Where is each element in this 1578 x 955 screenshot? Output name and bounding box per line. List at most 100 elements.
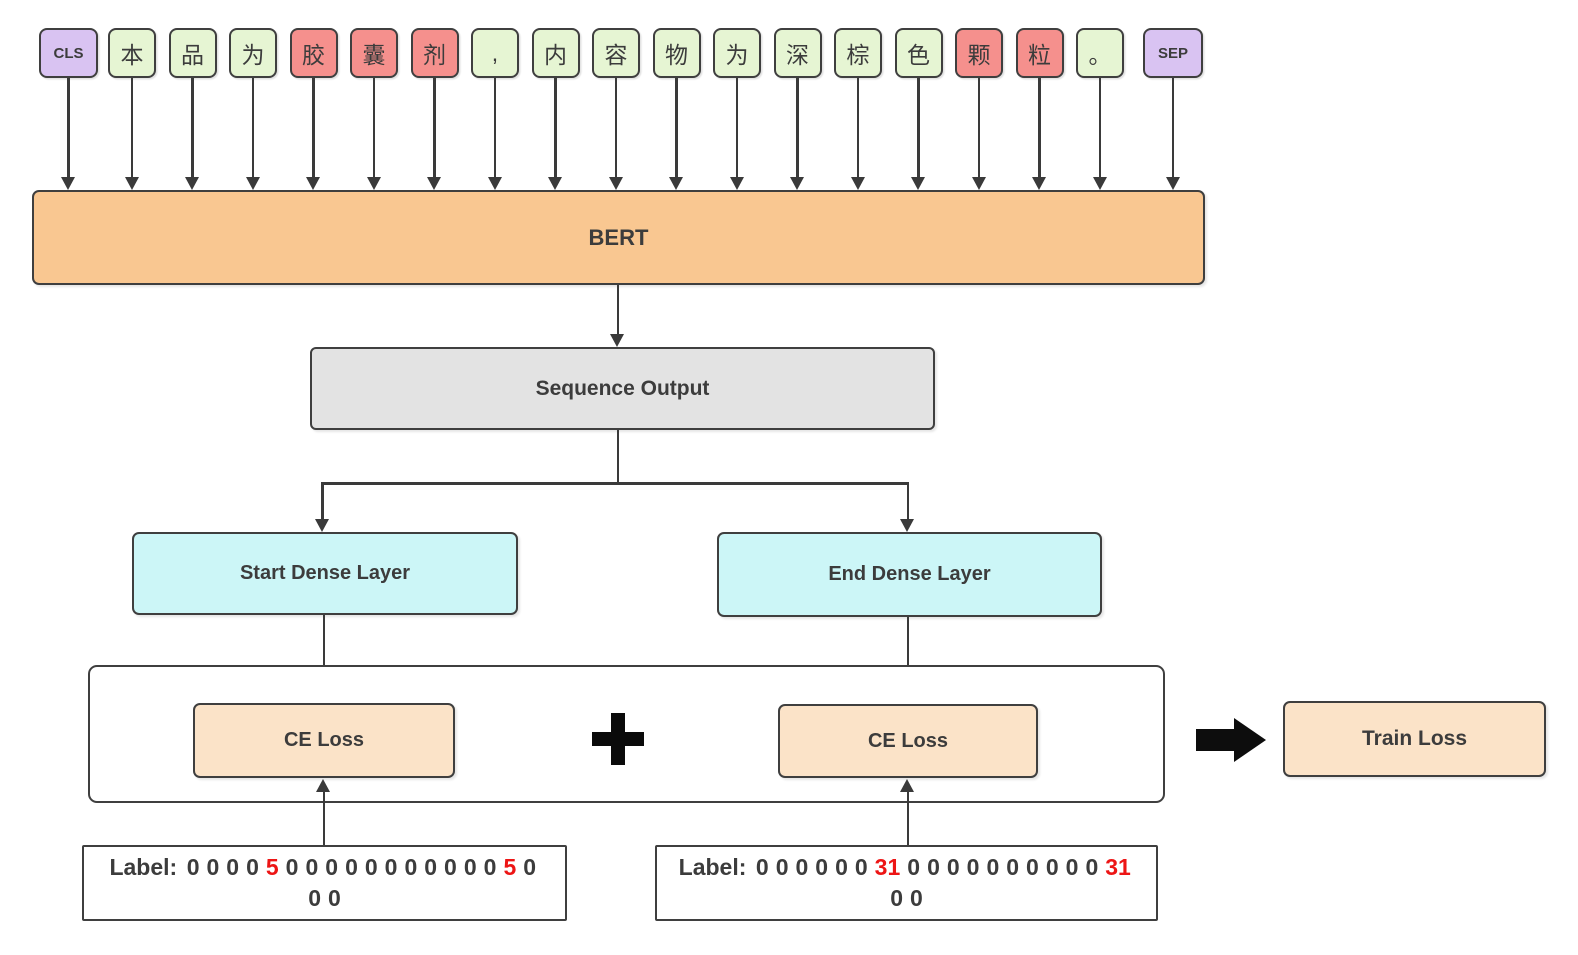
bert-box: BERT [32, 190, 1205, 285]
label-value: 0 [345, 854, 358, 880]
connector-line [322, 615, 325, 692]
label-value: 0 [424, 854, 438, 880]
block-arrow-shaft [1196, 729, 1234, 751]
label-value: 0 [364, 854, 378, 880]
arrowhead-down-icon [669, 177, 684, 190]
token-box: SEP [1143, 28, 1203, 78]
label-value: 0 [523, 854, 537, 880]
arrowhead-down-icon [548, 177, 563, 190]
token-box: 颗 [955, 28, 1003, 78]
label-value: 0 [404, 854, 418, 880]
connector-line [321, 482, 909, 485]
label-prefix: Label: [109, 854, 178, 880]
token-arrow-line [735, 78, 739, 178]
label-value: 31 [874, 854, 901, 880]
ce-loss-end-box: CE Loss [778, 704, 1038, 778]
arrowhead-down-icon [1165, 177, 1180, 190]
arrowhead-down-icon [850, 177, 865, 190]
token-arrow-line [675, 78, 678, 178]
arrowhead-down-icon [1032, 177, 1047, 190]
label-value: 31 [1105, 854, 1131, 880]
label-value: 0 [946, 854, 960, 880]
label-value: 0 [1045, 854, 1059, 880]
arrowhead-down-icon [185, 177, 200, 190]
label-value: 0 [1085, 854, 1099, 880]
token-box: 囊 [350, 28, 398, 78]
block-arrow-head [1234, 718, 1266, 762]
arrowhead-up-icon [316, 779, 330, 792]
plus-icon [592, 713, 644, 765]
token-box: 深 [773, 28, 822, 78]
token-arrow-line [372, 78, 376, 178]
token-box: 品 [168, 28, 217, 78]
label-value: 0 [910, 885, 923, 911]
token-arrow-line [856, 78, 860, 178]
token-arrow-line [554, 78, 557, 178]
label-value: 0 [305, 854, 319, 880]
label-value: 5 [265, 854, 279, 880]
connector-line [616, 430, 619, 484]
token-box: 。 [1076, 28, 1124, 78]
token-box: 容 [592, 28, 640, 78]
right-block-arrow-icon [1196, 718, 1266, 762]
label-value: 0 [186, 854, 200, 880]
token-box: 粒 [1015, 28, 1064, 78]
token-arrow-line [493, 78, 497, 178]
token-box: , [471, 28, 519, 78]
label-value: 0 [835, 854, 848, 880]
end-dense-layer-box: End Dense Layer [717, 532, 1102, 617]
token-box: 为 [229, 28, 277, 78]
label-value: 0 [246, 854, 259, 880]
arrowhead-down-icon [729, 177, 744, 190]
arrowhead-down-icon [245, 177, 260, 190]
label-value: 0 [815, 854, 829, 880]
token-box: 为 [713, 28, 761, 78]
connector-line [906, 791, 909, 845]
label-value: 0 [1006, 854, 1020, 880]
label-value: 0 [328, 885, 341, 911]
token-box: 本 [108, 28, 156, 78]
token-arrow-line [433, 78, 436, 178]
token-arrow-line [1171, 78, 1175, 178]
label-value: 0 [890, 885, 903, 911]
token-box: 物 [652, 28, 701, 78]
label-value: 5 [503, 854, 517, 880]
token-arrow-line [1098, 78, 1102, 178]
token-box: 剂 [410, 28, 459, 78]
sequence-output-box: Sequence Output [310, 347, 935, 430]
arrowhead-down-icon [608, 177, 623, 190]
token-arrow-line [312, 78, 315, 178]
token-arrow-line [796, 78, 799, 178]
arrowhead-down-icon [306, 177, 321, 190]
arrowhead-down-icon [124, 177, 139, 190]
label-value: 0 [463, 854, 477, 880]
label-value: 0 [907, 854, 921, 880]
token-arrow-line [130, 78, 134, 178]
label-value: 0 [206, 854, 220, 880]
connector-line [321, 482, 324, 520]
arrowhead-down-icon [790, 177, 805, 190]
label-value: 0 [226, 854, 240, 880]
arrowhead-down-icon [314, 519, 329, 532]
label-value: 0 [285, 854, 299, 880]
connector-line [616, 285, 619, 335]
label-value: 0 [755, 854, 769, 880]
arrowhead-down-icon [971, 177, 986, 190]
token-box: 胶 [289, 28, 338, 78]
arrowhead-down-icon [366, 177, 381, 190]
label-value: 0 [325, 854, 339, 880]
label-value: 0 [1026, 854, 1039, 880]
token-box: 色 [894, 28, 943, 78]
label-value: 0 [966, 854, 980, 880]
label-value: 0 [775, 854, 789, 880]
arrowhead-down-icon [900, 519, 914, 532]
label-value: 0 [854, 854, 868, 880]
connector-line [906, 617, 909, 692]
label-value: 0 [444, 854, 457, 880]
